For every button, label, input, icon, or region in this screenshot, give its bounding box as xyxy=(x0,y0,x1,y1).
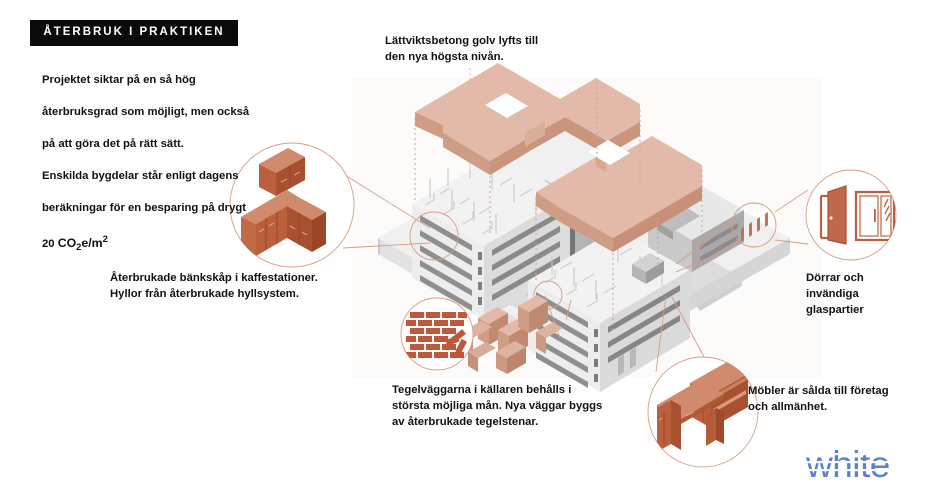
slab-alignment-guides xyxy=(414,82,703,330)
callout-furniture xyxy=(647,295,759,468)
door-and-glass-partition-icon xyxy=(819,185,896,245)
rooftop-plant-box xyxy=(632,253,664,284)
callout-brick xyxy=(400,280,572,374)
co2-unit-subscript: 2 xyxy=(76,241,82,253)
co2-savings-value: 20 CO2e/m2 xyxy=(42,232,294,253)
building-block-rear-right xyxy=(648,185,744,272)
callout-label-furniture: Möbler är sålda till företag och allmänh… xyxy=(748,385,889,414)
intro-line-1: Projektet siktar på en så hög xyxy=(42,74,196,87)
callout-label-kitchen: Återbrukade bänkskåp i kaffestationer. H… xyxy=(110,272,318,301)
reused-wall-panels-icon xyxy=(462,295,563,374)
glass-partition-detail-marks xyxy=(618,347,636,376)
callout-doors-circle xyxy=(805,169,897,261)
white-logo: white xyxy=(806,444,926,485)
page-title: ÅTERBRUK I PRAKTIKEN xyxy=(43,26,225,39)
callout-label-floor: Lättviktsbetong golv lyfts till den nya … xyxy=(385,35,539,64)
desk-and-shelf-icon xyxy=(657,362,748,452)
white-logo-text: white xyxy=(806,444,890,485)
glass-partition-mini-icon xyxy=(741,212,768,242)
kitchen-cabinet-icon xyxy=(241,148,326,256)
callout-label-doors: Dörrar och invändiga glaspartier xyxy=(806,272,864,317)
building-wing-right xyxy=(528,228,690,392)
intro-line-3: på att göra det på rätt sätt. xyxy=(42,138,184,151)
co2-unit-co: CO xyxy=(57,236,77,251)
logo-slice-overlay xyxy=(806,453,926,472)
intro-paragraph: Projektet siktar på en så hög återbruksg… xyxy=(42,56,294,270)
co2-unit-rest: e/m xyxy=(81,236,103,251)
callout-doors xyxy=(675,169,897,273)
page-title-bar: ÅTERBRUK I PRAKTIKEN xyxy=(30,20,238,46)
lifted-concrete-slab-upper xyxy=(415,63,640,175)
co2-unit-superscript: 2 xyxy=(102,233,108,245)
intro-line-2: återbruksgrad som möjligt, men också xyxy=(42,106,250,119)
building-wing-left xyxy=(412,154,570,320)
intro-line-4: Enskilda bygdelar står enligt dagens xyxy=(42,170,239,183)
callout-kitchen xyxy=(229,142,459,268)
brick-wall-icon xyxy=(406,312,468,358)
callout-label-brick: Tegelväggarna i källaren behålls i störs… xyxy=(392,384,603,429)
intro-line-5: beräkningar för en besparing på drygt xyxy=(42,202,247,215)
co2-number: 20 xyxy=(42,238,55,251)
